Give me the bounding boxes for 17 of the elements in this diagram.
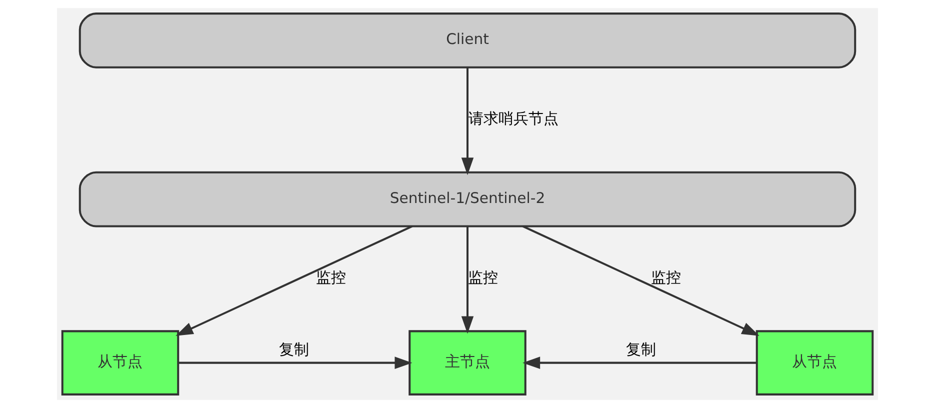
node-box: 从节点 <box>60 330 179 396</box>
arrow <box>460 68 474 176</box>
edge-label: 复制 <box>626 341 656 358</box>
edge-label: 监控 <box>650 269 681 286</box>
node-box: 主节点 <box>408 330 526 396</box>
node-box: Client <box>78 12 856 68</box>
arrow <box>522 225 759 336</box>
edge-label: 请求哨兵节点 <box>468 110 558 128</box>
arrow <box>522 356 756 369</box>
node-box: Sentinel-1/Sentinel-2 <box>78 171 856 228</box>
node-box: 从节点 <box>755 330 874 396</box>
edge-label: 监控 <box>315 269 346 286</box>
edge-label: 监控 <box>467 269 498 286</box>
arrow <box>175 225 412 336</box>
arrow <box>178 356 412 369</box>
arrow <box>460 226 474 334</box>
edge-label: 复制 <box>278 341 308 358</box>
